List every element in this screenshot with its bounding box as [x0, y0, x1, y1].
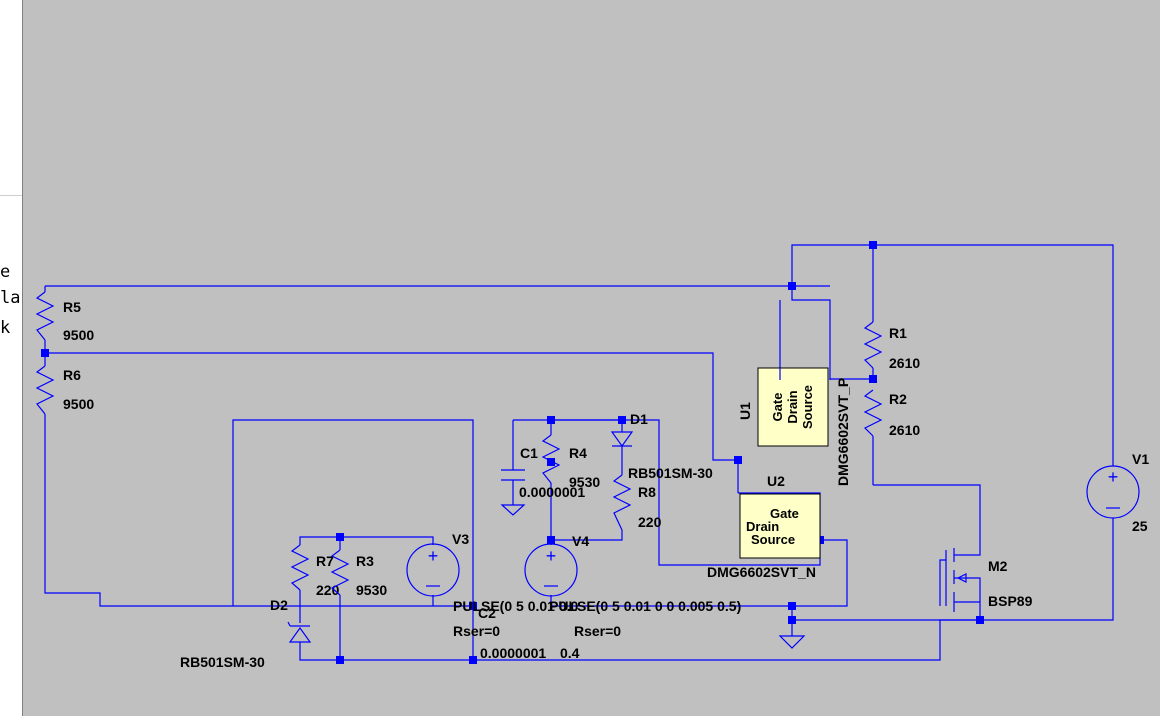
svg-text:RB501SM-30: RB501SM-30 — [628, 465, 713, 481]
panel-divider — [0, 195, 22, 196]
svg-text:R1: R1 — [889, 325, 907, 341]
svg-text:Rser=0: Rser=0 — [453, 623, 500, 639]
svg-text:220: 220 — [316, 582, 340, 598]
left-text-line-1: e — [0, 262, 11, 282]
svg-text:Source: Source — [751, 532, 795, 547]
resistor-r5[interactable]: R5 9500 — [35, 291, 94, 343]
voltage-source-v1[interactable]: + V1 25 — [1086, 451, 1149, 534]
svg-text:BSP89: BSP89 — [988, 593, 1033, 609]
svg-text:D2: D2 — [270, 597, 288, 613]
svg-text:RB501SM-30: RB501SM-30 — [180, 654, 265, 670]
svg-text:PULSE(0 5 0.01 0.0: PULSE(0 5 0.01 0.0 — [453, 598, 579, 614]
diode-d2[interactable]: D2 RB501SM-30 — [180, 597, 312, 670]
svg-text:Gate: Gate — [770, 393, 785, 422]
schematic-canvas[interactable]: R5 9500 R6 9500 R1 2610 R2 2610 R4 9530 … — [22, 0, 1160, 716]
svg-text:25: 25 — [1132, 518, 1148, 534]
ground-symbol — [778, 635, 806, 649]
svg-text:M2: M2 — [988, 558, 1008, 574]
svg-text:0.0000001: 0.0000001 — [480, 645, 546, 661]
schematic-background — [22, 0, 1160, 716]
svg-text:C2: C2 — [478, 605, 496, 621]
svg-text:9500: 9500 — [63, 327, 94, 343]
capacitor-c2[interactable]: C2 0.0000001 0.4 — [478, 605, 580, 661]
svg-text:V1: V1 — [1132, 451, 1149, 467]
svg-text:DMG6602SVT_N: DMG6602SVT_N — [707, 564, 816, 580]
svg-text:0.4: 0.4 — [560, 645, 580, 661]
svg-text:R7: R7 — [316, 553, 334, 569]
svg-text:PULSE(0 5 0.01 0 0 0.005 0.5): PULSE(0 5 0.01 0 0 0.005 0.5) — [549, 598, 741, 614]
mosfet-m2[interactable]: M2 BSP89 — [945, 546, 1033, 620]
resistor-r3[interactable]: R3 9530 — [330, 549, 387, 598]
svg-text:Gate: Gate — [770, 506, 799, 521]
svg-text:9530: 9530 — [569, 474, 600, 490]
svg-text:R3: R3 — [356, 553, 374, 569]
voltage-source-v4[interactable]: + V4 PULSE(0 5 0.01 0 0 0.005 0.5) Rser=… — [524, 533, 741, 639]
resistor-r7[interactable]: R7 220 — [290, 544, 340, 598]
svg-text:R8: R8 — [638, 484, 656, 500]
svg-text:0.0000001: 0.0000001 — [519, 484, 585, 500]
resistor-r1[interactable]: R1 2610 — [863, 321, 920, 371]
svg-text:R5: R5 — [63, 299, 81, 315]
left-text-line-2: la — [0, 288, 21, 308]
mosfet-u1[interactable]: Gate Drain Source U1 DMG6602SVT_P — [737, 367, 851, 486]
capacitor-c1[interactable]: C1 0.0000001 — [500, 445, 585, 516]
svg-text:V3: V3 — [452, 531, 469, 547]
resistor-r2[interactable]: R2 2610 — [863, 389, 920, 438]
left-editor-strip: e la k — [0, 0, 22, 716]
svg-text:9530: 9530 — [356, 582, 387, 598]
svg-text:R2: R2 — [889, 391, 907, 407]
svg-text:U2: U2 — [767, 473, 785, 489]
svg-text:V4: V4 — [572, 533, 589, 549]
svg-text:2610: 2610 — [889, 422, 920, 438]
svg-text:+: + — [546, 546, 557, 566]
svg-text:Drain: Drain — [746, 519, 779, 534]
resistor-r4[interactable]: R4 9530 — [541, 434, 600, 495]
svg-text:Source: Source — [800, 385, 815, 429]
diode-d1[interactable]: D1 RB501SM-30 — [610, 411, 713, 481]
left-text-line-3: k — [0, 318, 11, 338]
svg-text:220: 220 — [638, 514, 662, 530]
wires[interactable] — [44, 244, 1114, 661]
svg-text:Rser=0: Rser=0 — [574, 623, 621, 639]
svg-text:C1: C1 — [520, 445, 538, 461]
svg-text:+: + — [428, 546, 439, 566]
svg-text:R4: R4 — [569, 445, 587, 461]
svg-text:+: + — [1108, 467, 1119, 487]
svg-text:D1: D1 — [630, 411, 648, 427]
mosfet-u2[interactable]: Gate Drain Source U2 DMG6602SVT_N — [707, 473, 821, 580]
voltage-source-v3[interactable]: + V3 PULSE(0 5 0.01 0.0 Rser=0 — [406, 531, 579, 639]
svg-text:U1: U1 — [737, 402, 753, 420]
svg-text:2610: 2610 — [889, 355, 920, 371]
resistor-r8[interactable]: R8 220 — [612, 474, 662, 531]
svg-text:R6: R6 — [63, 367, 81, 383]
svg-text:9500: 9500 — [63, 396, 94, 412]
resistor-r6[interactable]: R6 9500 — [35, 365, 94, 415]
svg-text:DMG6602SVT_P: DMG6602SVT_P — [835, 378, 851, 486]
svg-text:Drain: Drain — [785, 390, 800, 423]
